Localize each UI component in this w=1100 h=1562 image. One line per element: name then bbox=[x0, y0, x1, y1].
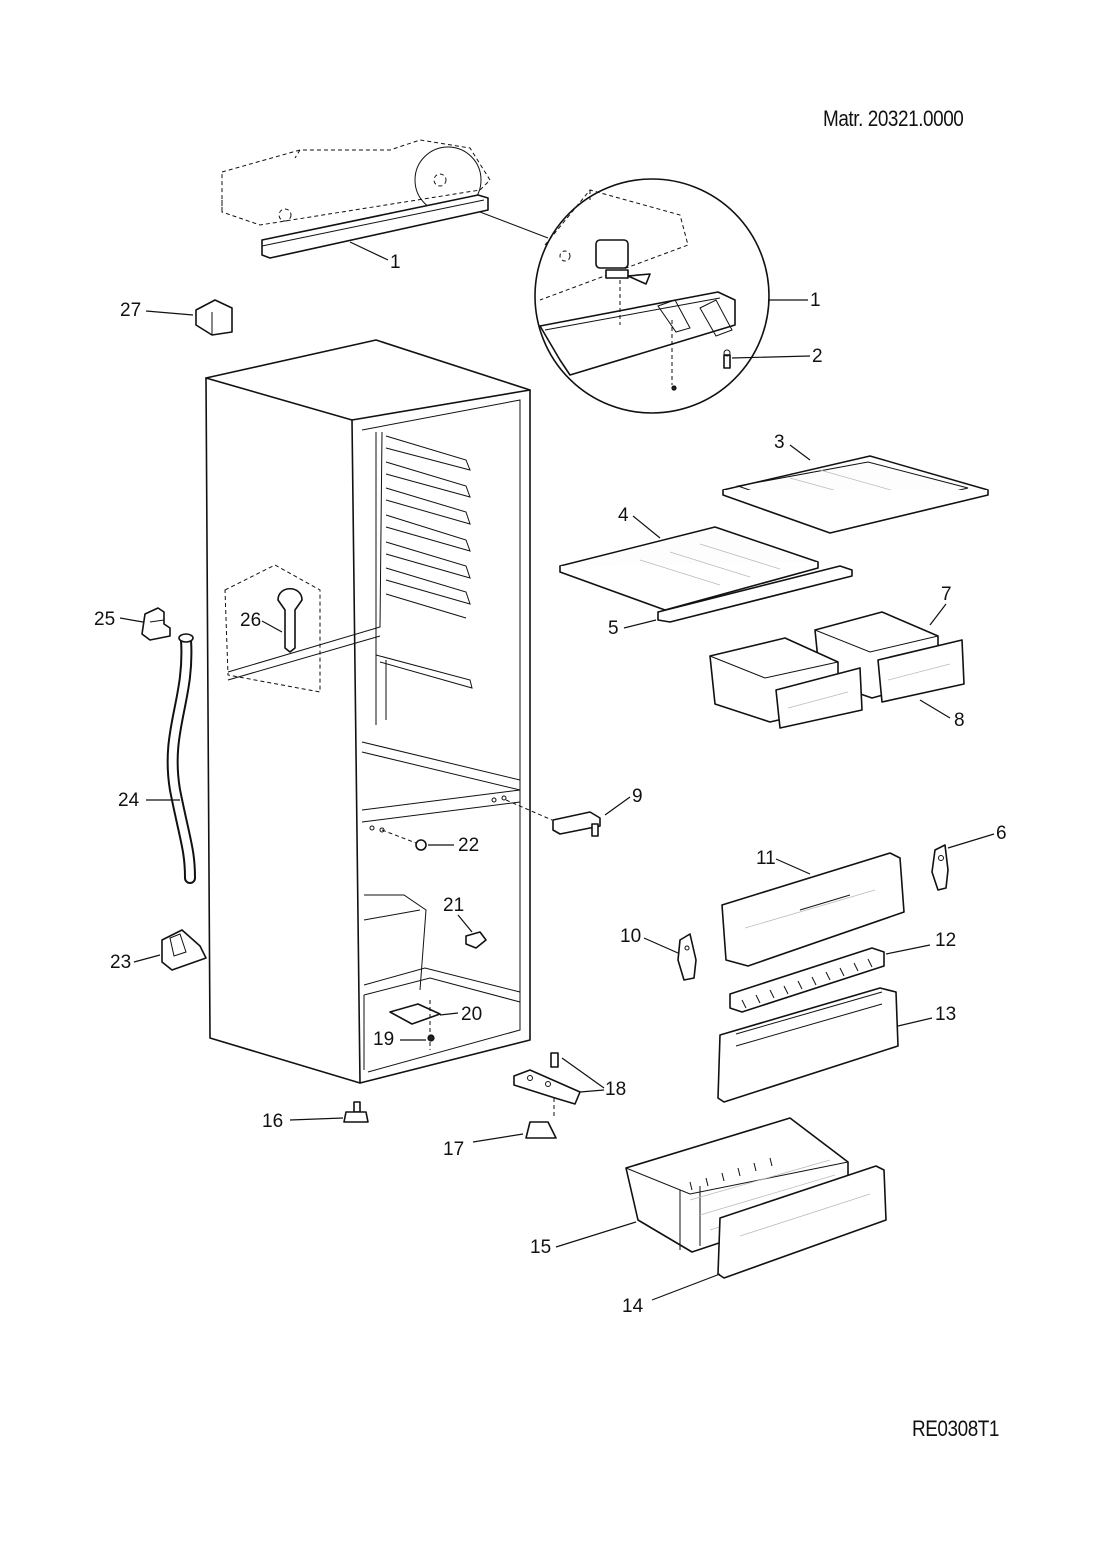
drawing-reference: RE0308T1 bbox=[912, 1416, 1000, 1441]
part-12-flap-rail bbox=[729, 947, 885, 1013]
callout-6: 6 bbox=[996, 823, 1007, 844]
callout-15: 15 bbox=[530, 1237, 551, 1258]
part-6-latch bbox=[931, 844, 949, 891]
callout-17: 17 bbox=[443, 1139, 464, 1160]
callout-14: 14 bbox=[622, 1296, 644, 1317]
callout-1-detail: 1 bbox=[810, 290, 821, 311]
callout-10: 10 bbox=[620, 926, 641, 947]
callout-16: 16 bbox=[262, 1111, 283, 1132]
part-22-pin bbox=[381, 829, 427, 851]
part-1-top-trim-strip bbox=[261, 194, 489, 259]
part-25-clip bbox=[141, 607, 171, 641]
callout-19: 19 bbox=[373, 1029, 394, 1050]
part-27-cap bbox=[195, 299, 233, 336]
callout-9: 9 bbox=[632, 786, 643, 807]
callout-21: 21 bbox=[443, 895, 464, 916]
callout-11: 11 bbox=[756, 848, 776, 869]
part-26-thermostat-knob bbox=[277, 587, 303, 653]
part-20-plate bbox=[389, 1000, 441, 1050]
callout-26: 26 bbox=[240, 610, 261, 631]
callout-4: 4 bbox=[618, 505, 629, 526]
part-19-screw bbox=[427, 1034, 435, 1042]
callout-8: 8 bbox=[954, 710, 965, 731]
callout-7: 7 bbox=[941, 584, 952, 605]
part-21-plug bbox=[465, 931, 487, 949]
callout-18: 18 bbox=[605, 1079, 626, 1100]
callout-24: 24 bbox=[118, 790, 140, 811]
part-14-basket-front bbox=[717, 1165, 887, 1279]
callout-5: 5 bbox=[608, 618, 619, 639]
part-13-drawer-front bbox=[717, 987, 899, 1103]
part-3-shelf-frame bbox=[722, 455, 989, 534]
callout-3: 3 bbox=[774, 432, 785, 453]
callout-20: 20 bbox=[461, 1004, 482, 1025]
callout-2: 2 bbox=[812, 346, 823, 367]
part-11-freezer-flap bbox=[721, 852, 905, 967]
callout-13: 13 bbox=[935, 1004, 956, 1025]
part-9-hinge-pin-bracket bbox=[505, 799, 601, 837]
part-16-adjustable-foot bbox=[343, 1101, 369, 1123]
part-8-crisper-front bbox=[775, 639, 965, 729]
cabinet-body bbox=[205, 339, 531, 1084]
callout-27: 27 bbox=[120, 300, 141, 321]
callout-12: 12 bbox=[935, 930, 956, 951]
detail-view-circle bbox=[534, 178, 770, 414]
part-17-hinge-cap bbox=[525, 1121, 557, 1139]
callout-25: 25 bbox=[94, 609, 115, 630]
part-18-bottom-hinge bbox=[513, 1052, 581, 1118]
door-rack-ledges bbox=[385, 435, 471, 619]
callout-1: 1 bbox=[390, 252, 401, 273]
callout-22: 22 bbox=[458, 835, 479, 856]
callout-23: 23 bbox=[110, 952, 131, 973]
part-5-shelf-trim bbox=[657, 565, 853, 623]
material-number: Matr. 20321.0000 bbox=[823, 106, 964, 131]
part-10-flap-hinge bbox=[677, 933, 697, 981]
part-24-drain-hose bbox=[166, 633, 196, 884]
part-23-bracket bbox=[161, 929, 207, 971]
part-4-glass-shelf bbox=[559, 526, 819, 611]
